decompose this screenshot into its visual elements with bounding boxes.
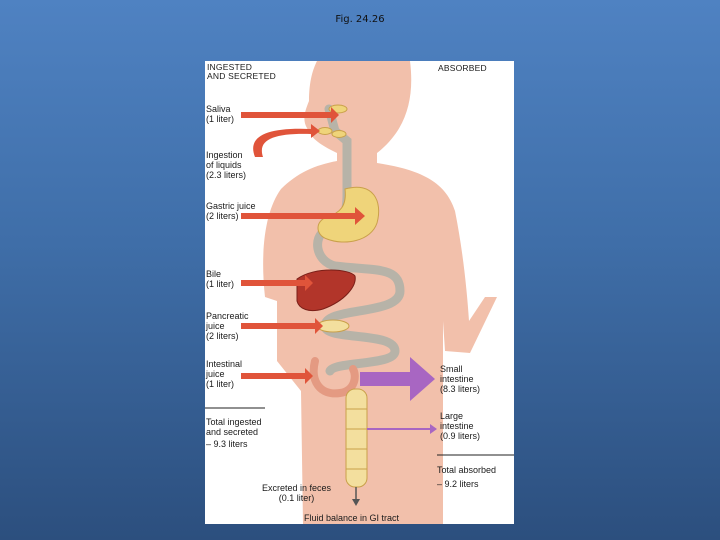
salivary-gland [331, 130, 347, 138]
arrow-small-intestine [360, 357, 435, 401]
label-saliva: Saliva(1 liter) [206, 104, 235, 124]
figure-caption: Fluid balance in GI tract [304, 513, 400, 523]
header-absorbed: ABSORBED [438, 63, 487, 73]
label-gastric: Gastric juice(2 liters) [206, 201, 256, 221]
label-total-absorbed: Total absorbed– 9.2 liters [437, 465, 497, 489]
arrow-pancreatic [241, 318, 323, 334]
large-intestine [345, 388, 368, 488]
arrow-ingestion [253, 124, 320, 157]
arrow-intestinal [241, 368, 313, 384]
arrow-large-intestine [367, 424, 437, 434]
ingested-arrows [241, 107, 365, 384]
arrow-saliva [241, 107, 339, 123]
body-silhouette [263, 61, 497, 524]
liver [296, 269, 356, 312]
label-bile: Bile(1 liter) [206, 269, 235, 289]
label-excreted: Excreted in feces(0.1 liter) [262, 483, 332, 503]
salivary-gland [317, 127, 333, 135]
anatomy-illustration [205, 61, 514, 524]
arrow-gastric [241, 207, 365, 225]
slide-title: Fig. 24.26 [335, 14, 385, 25]
small-intestine [309, 357, 359, 398]
arrow-bile [241, 275, 313, 291]
arrow-excreted-head [352, 499, 360, 506]
